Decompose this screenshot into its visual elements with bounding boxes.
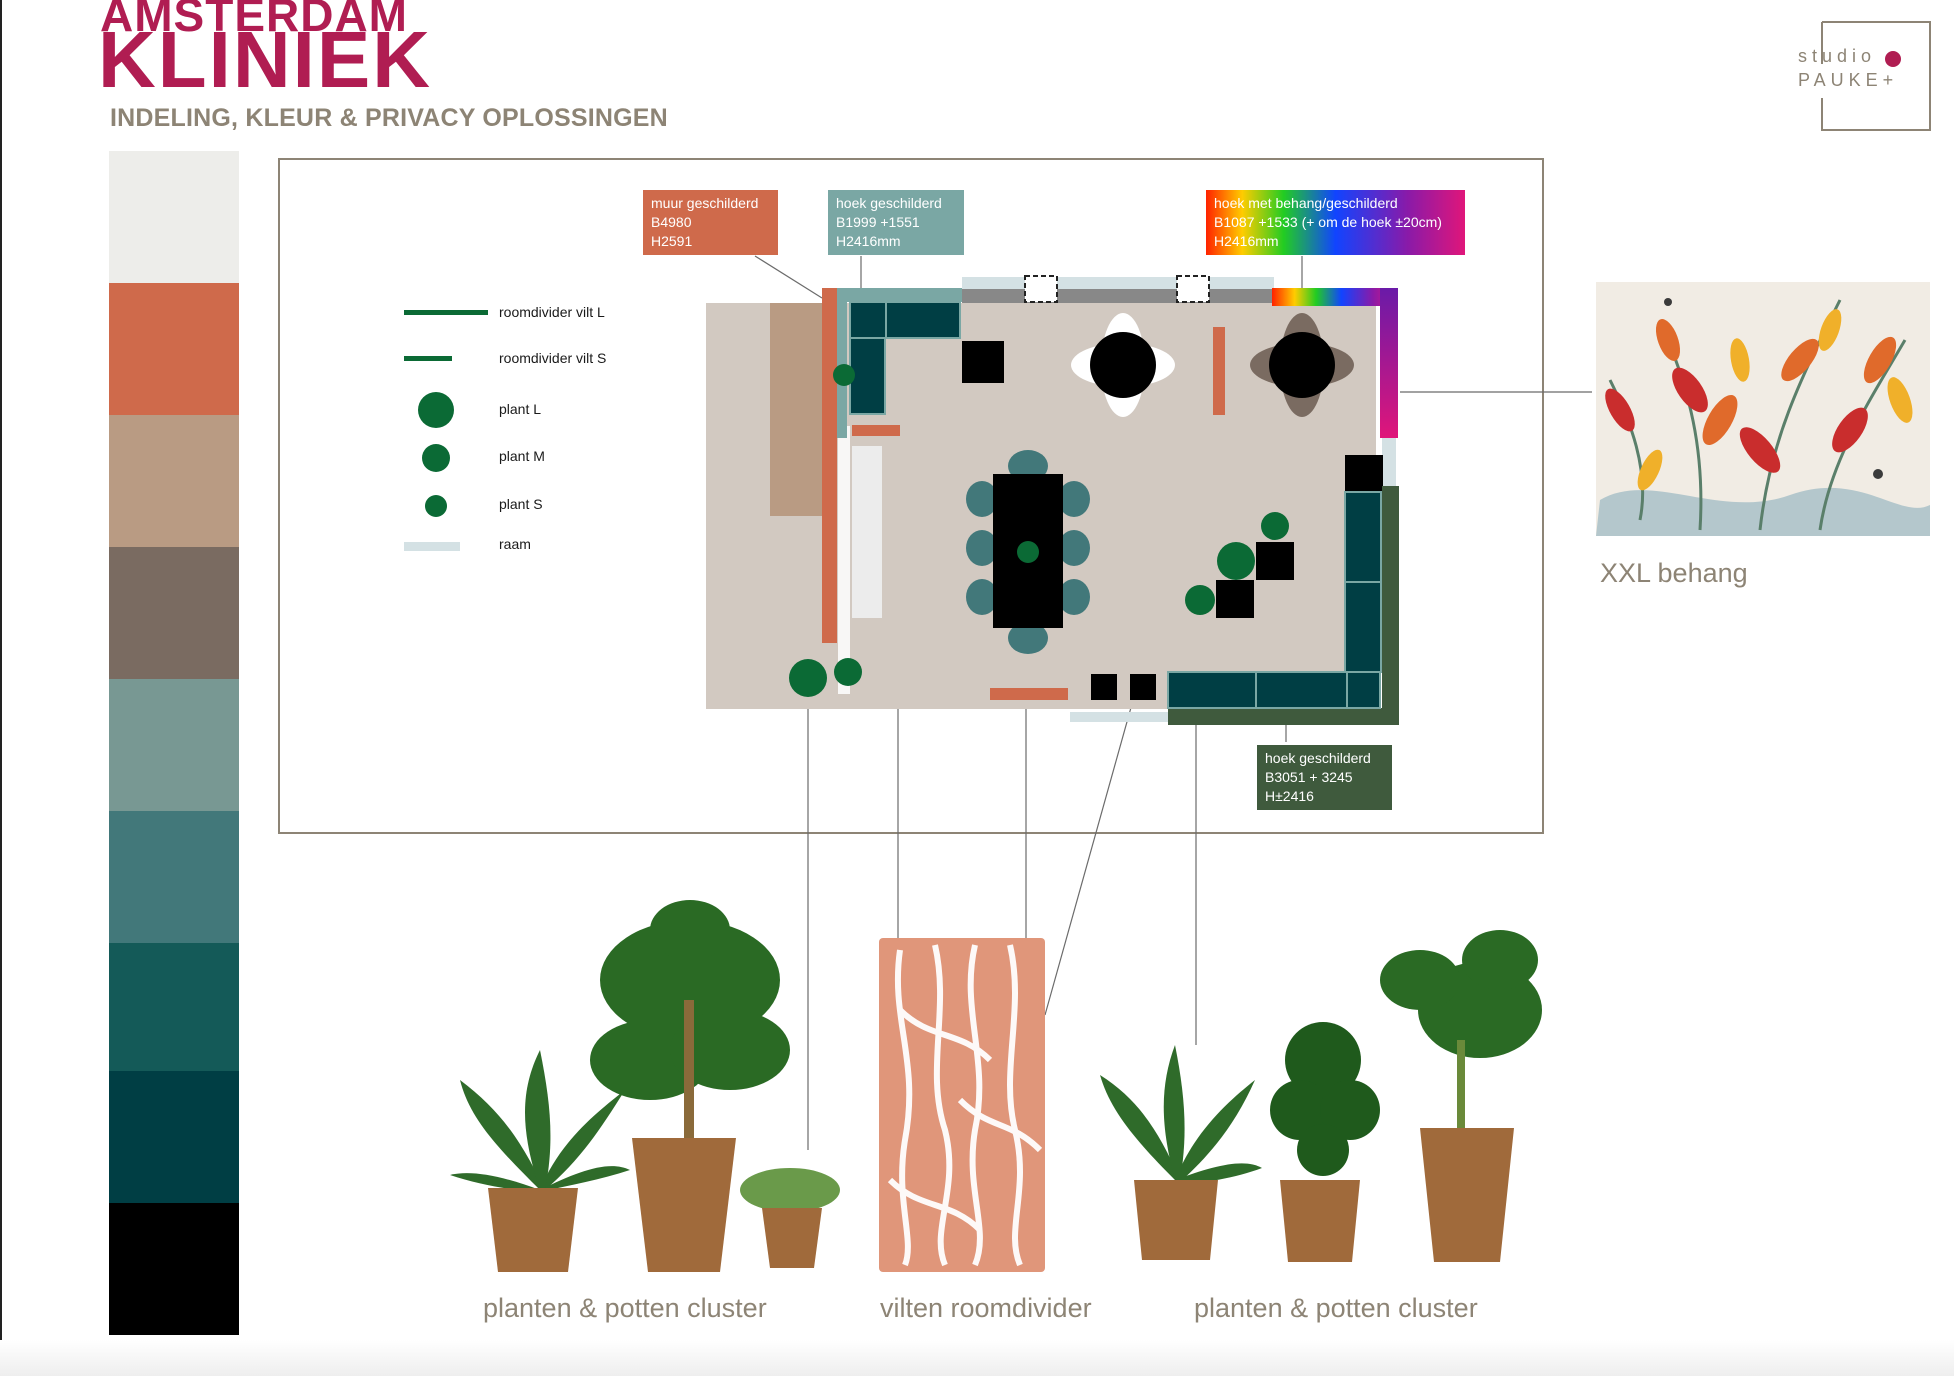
annotation-muur-geschilderd: muur geschilderd B4980 H2591	[643, 190, 778, 255]
studio-logo-frame	[1821, 21, 1931, 131]
color-swatch	[109, 1071, 239, 1203]
xxl-wallpaper-image	[1596, 282, 1930, 536]
plants-left-image	[450, 900, 840, 1272]
color-swatch	[109, 679, 239, 811]
brand-title: KLINIEK	[98, 15, 432, 104]
bottom-edge	[0, 1340, 1954, 1376]
color-swatch	[109, 415, 239, 547]
page-subtitle: INDELING, KLEUR & PRIVACY OPLOSSINGEN	[110, 104, 668, 132]
annotation-hoek-geschilderd-2: hoek geschilderd B3051 + 3245 H±2416	[1257, 745, 1392, 810]
color-swatch	[109, 943, 239, 1071]
page-edge	[0, 0, 2, 1376]
annotation-hoek-met-behang: hoek met behang/geschilderd B1087 +1533 …	[1206, 190, 1465, 255]
color-swatch	[109, 283, 239, 415]
brand-top-line: AMSTERDAM	[100, 0, 408, 41]
legend-label-plant-l: plant L	[499, 401, 542, 417]
caption-xxl-behang: XXL behang	[1600, 558, 1748, 588]
caption-plants-right: planten & potten cluster	[1194, 1293, 1478, 1323]
plants-right-image	[1100, 930, 1542, 1262]
annotation-hoek-geschilderd-1: hoek geschilderd B1999 +1551 H2416mm	[828, 190, 964, 255]
caption-felt-divider: vilten roomdivider	[880, 1293, 1092, 1323]
legend-label-roomdivider-s: roomdivider vilt S	[499, 350, 607, 366]
color-swatch	[109, 151, 239, 283]
legend-label-plant-m: plant M	[499, 448, 545, 464]
felt-divider-image	[879, 938, 1045, 1272]
legend-icons	[404, 310, 488, 551]
logo-dot-icon	[1885, 51, 1901, 67]
floor-plan-frame	[278, 158, 1544, 834]
color-swatch	[109, 547, 239, 679]
color-swatch	[109, 1203, 239, 1335]
logo-text-pauke: PAUKE+	[1798, 70, 1899, 90]
caption-plants-left: planten & potten cluster	[483, 1293, 767, 1323]
legend-label-roomdivider-l: roomdivider vilt L	[499, 304, 605, 320]
logo-text-studio: studio	[1798, 46, 1877, 66]
legend-label-raam: raam	[499, 536, 531, 552]
legend-label-plant-s: plant S	[499, 496, 543, 512]
color-swatch	[109, 811, 239, 943]
